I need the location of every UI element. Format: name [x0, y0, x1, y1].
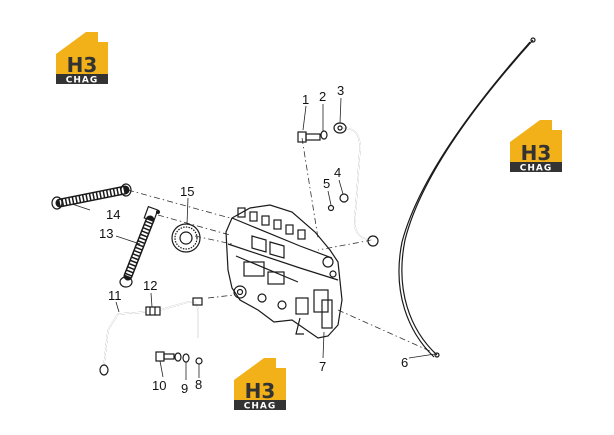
logo-body [234, 380, 286, 400]
callout-13: 13 [99, 226, 113, 241]
part-10-bolt [155, 351, 175, 362]
logo-roof-shape [510, 120, 562, 142]
callout-14: 14 [106, 207, 120, 222]
callout-11: 11 [108, 288, 122, 303]
h3-chag-logo: H3 CHAG [234, 358, 286, 412]
logo-banner-text: CHAG [520, 164, 553, 174]
logo-banner-text: CHAG [66, 76, 99, 86]
callout-15: 15 [180, 184, 194, 199]
pump-outlets [237, 207, 306, 240]
part-9-washer [174, 352, 190, 363]
leader-lines [71, 97, 436, 380]
logo-roof-shape [56, 32, 108, 54]
callout-6: 6 [401, 355, 408, 370]
logo-banner [56, 74, 108, 84]
callout-9: 9 [181, 381, 188, 396]
callout-3: 3 [337, 83, 344, 98]
callout-12: 12 [143, 278, 157, 293]
callout-4: 4 [334, 165, 341, 180]
part-8-washer [195, 357, 203, 365]
alignment-lines [127, 137, 433, 353]
callout-labels: 1 2 3 4 5 6 7 8 9 10 11 12 13 14 15 [99, 83, 408, 396]
callout-5: 5 [323, 176, 330, 191]
part-13-hose [119, 205, 160, 288]
callout-1: 1 [302, 92, 309, 107]
part-3-pipe [333, 122, 379, 247]
part-15-gear-cover [171, 223, 201, 253]
part-11-pipe [99, 297, 203, 376]
callout-8: 8 [195, 377, 202, 392]
logo-banner [234, 400, 286, 410]
h3-chag-logo: H3 CHAG [510, 120, 562, 174]
logo-body [56, 54, 108, 74]
part-7-injection-pump [225, 204, 343, 339]
part-1-bolt [297, 131, 321, 143]
logo-banner [510, 162, 562, 172]
callout-10: 10 [152, 378, 166, 393]
part-5-washer [327, 204, 335, 212]
part-2-washer [320, 130, 328, 140]
part-6-long-tube [398, 37, 536, 358]
h3-chag-logo: H3 CHAG [56, 32, 108, 86]
logo-mark-text: H3 [67, 53, 98, 77]
part-4-fitting [339, 193, 349, 203]
part-14-hose [51, 183, 132, 210]
logo-body [510, 142, 562, 162]
logo-mark-text: H3 [245, 379, 276, 403]
logo-roof-shape [234, 358, 286, 380]
callout-7: 7 [319, 359, 326, 374]
logo-banner-text: CHAG [244, 402, 277, 412]
callout-2: 2 [319, 89, 326, 104]
part-12-fitting [145, 306, 161, 316]
logo-mark-text: H3 [521, 141, 552, 165]
